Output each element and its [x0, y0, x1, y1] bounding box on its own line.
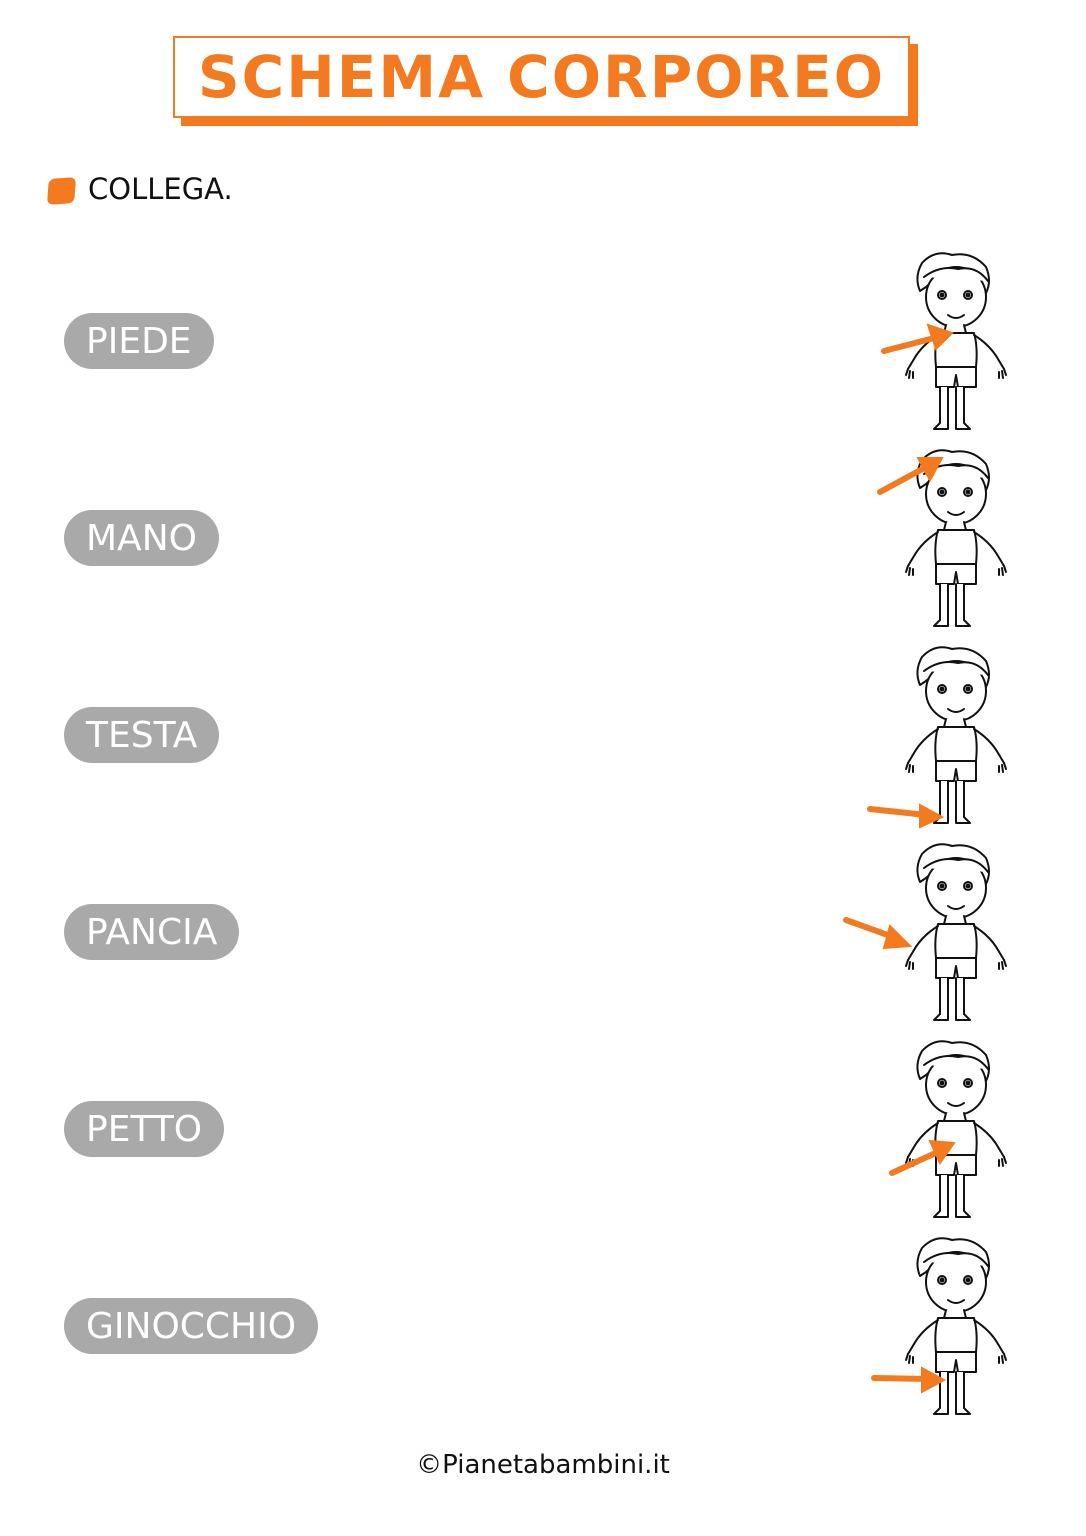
bullet-icon	[46, 177, 77, 205]
boy-figure-hand[interactable]	[840, 838, 1020, 1028]
footer-credit: ©Pianetabambini.it	[416, 1450, 670, 1480]
boy-figure-foot[interactable]	[840, 641, 1020, 831]
word-pill-ginocchio[interactable]: GINOCCHIO	[64, 1298, 319, 1354]
word-pill-mano[interactable]: MANO	[64, 510, 219, 566]
boy-figure-chest[interactable]	[840, 247, 1020, 437]
title-box: SCHEMA CORPOREO	[173, 36, 910, 118]
boy-figure-head[interactable]	[840, 444, 1020, 634]
word-pill-testa[interactable]: TESTA	[64, 707, 220, 763]
page-title: SCHEMA CORPOREO	[197, 43, 886, 111]
word-pill-petto[interactable]: PETTO	[64, 1101, 225, 1157]
word-pill-piede[interactable]: PIEDE	[64, 313, 214, 369]
instruction-text: COLLEGA.	[88, 172, 233, 206]
boy-figure-belly[interactable]	[840, 1035, 1020, 1225]
word-pill-pancia[interactable]: PANCIA	[64, 904, 240, 960]
boy-figure-knee[interactable]	[840, 1232, 1020, 1422]
